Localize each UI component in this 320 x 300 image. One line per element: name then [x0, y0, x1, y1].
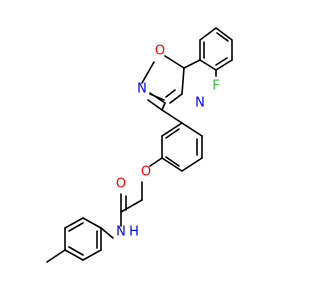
- ether-oxygen-label: O: [141, 165, 151, 180]
- ring-nitrogen-left-label: N: [137, 82, 147, 97]
- tolyl-ring: [64, 217, 102, 261]
- aryl-oxadiazole-bond: [183, 59, 201, 69]
- carbonyl-oxygen-label: O: [116, 177, 126, 192]
- fluorophenyl-ring: [199, 27, 233, 71]
- central-phenyl-ring: [161, 122, 203, 172]
- oxadiazole-ring: [141, 55, 185, 111]
- ch2-carbonyl-bond: [120, 199, 143, 213]
- amide-hydrogen-label: H: [129, 225, 139, 240]
- ring-nitrogen-right-label: N: [195, 96, 205, 111]
- amide-n-tolyl-bond: [100, 227, 114, 239]
- fluorine-label: F: [212, 79, 219, 94]
- oxadiazole-phenyl-bond: [161, 109, 183, 124]
- aryl-ether-bond: [149, 157, 163, 167]
- amide-nitrogen-label: N: [116, 225, 126, 240]
- methyl-bond: [46, 249, 66, 263]
- ring-oxygen-label: O: [155, 44, 165, 59]
- molecule-structure: F O N N O O N H: [46, 27, 233, 263]
